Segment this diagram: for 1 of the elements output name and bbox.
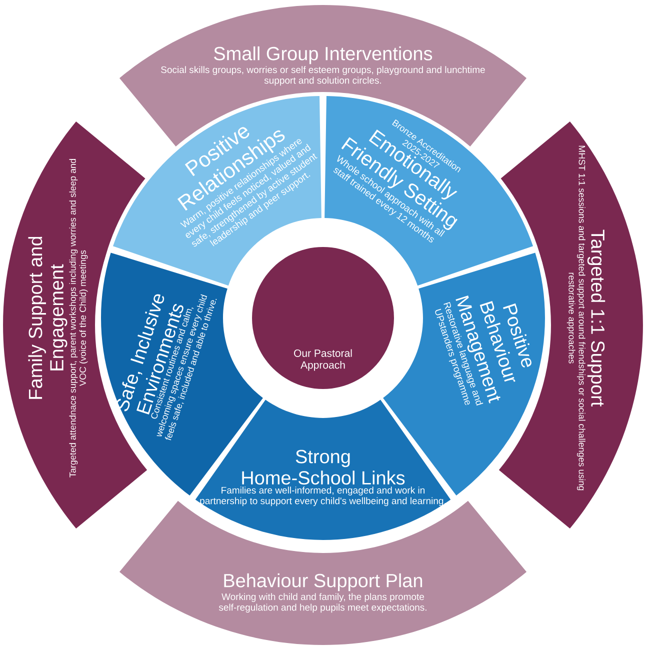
inner-segment: Strong Home-School Links Families are well-informed, engaged and work in partnership to support every child's wellbeing and learning. bbox=[195, 400, 451, 540]
